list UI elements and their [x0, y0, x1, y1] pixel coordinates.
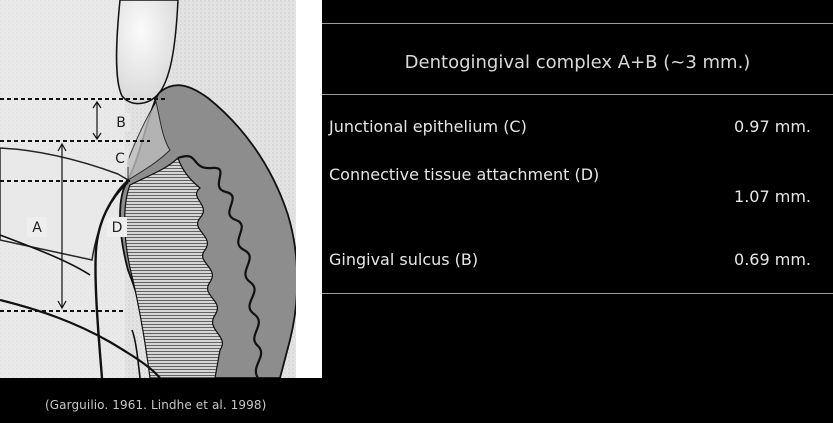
diagram-svg: B C A D: [0, 0, 296, 378]
table-top-rule: [322, 23, 833, 24]
label-a: A: [32, 220, 42, 236]
table-bottom-rule: [322, 293, 833, 294]
row-value-connective-tissue: 1.07 mm.: [734, 187, 811, 206]
label-d: D: [112, 220, 123, 236]
citation-text: (Garguilio. 1961. Lindhe et al. 1998): [45, 398, 266, 412]
table-title: Dentogingival complex A+B (~3 mm.): [322, 52, 833, 73]
row-label-connective-tissue: Connective tissue attachment (D): [329, 165, 599, 184]
row-value-gingival-sulcus: 0.69 mm.: [734, 250, 811, 269]
row-label-junctional-epithelium: Junctional epithelium (C): [329, 117, 527, 136]
label-c: C: [115, 151, 125, 167]
row-label-gingival-sulcus: Gingival sulcus (B): [329, 250, 478, 269]
measurements-table: Dentogingival complex A+B (~3 mm.) Junct…: [322, 0, 833, 378]
table-header-rule: [322, 94, 833, 95]
dentogingival-diagram: B C A D: [0, 0, 296, 378]
row-value-junctional-epithelium: 0.97 mm.: [734, 117, 811, 136]
label-b: B: [116, 115, 126, 131]
